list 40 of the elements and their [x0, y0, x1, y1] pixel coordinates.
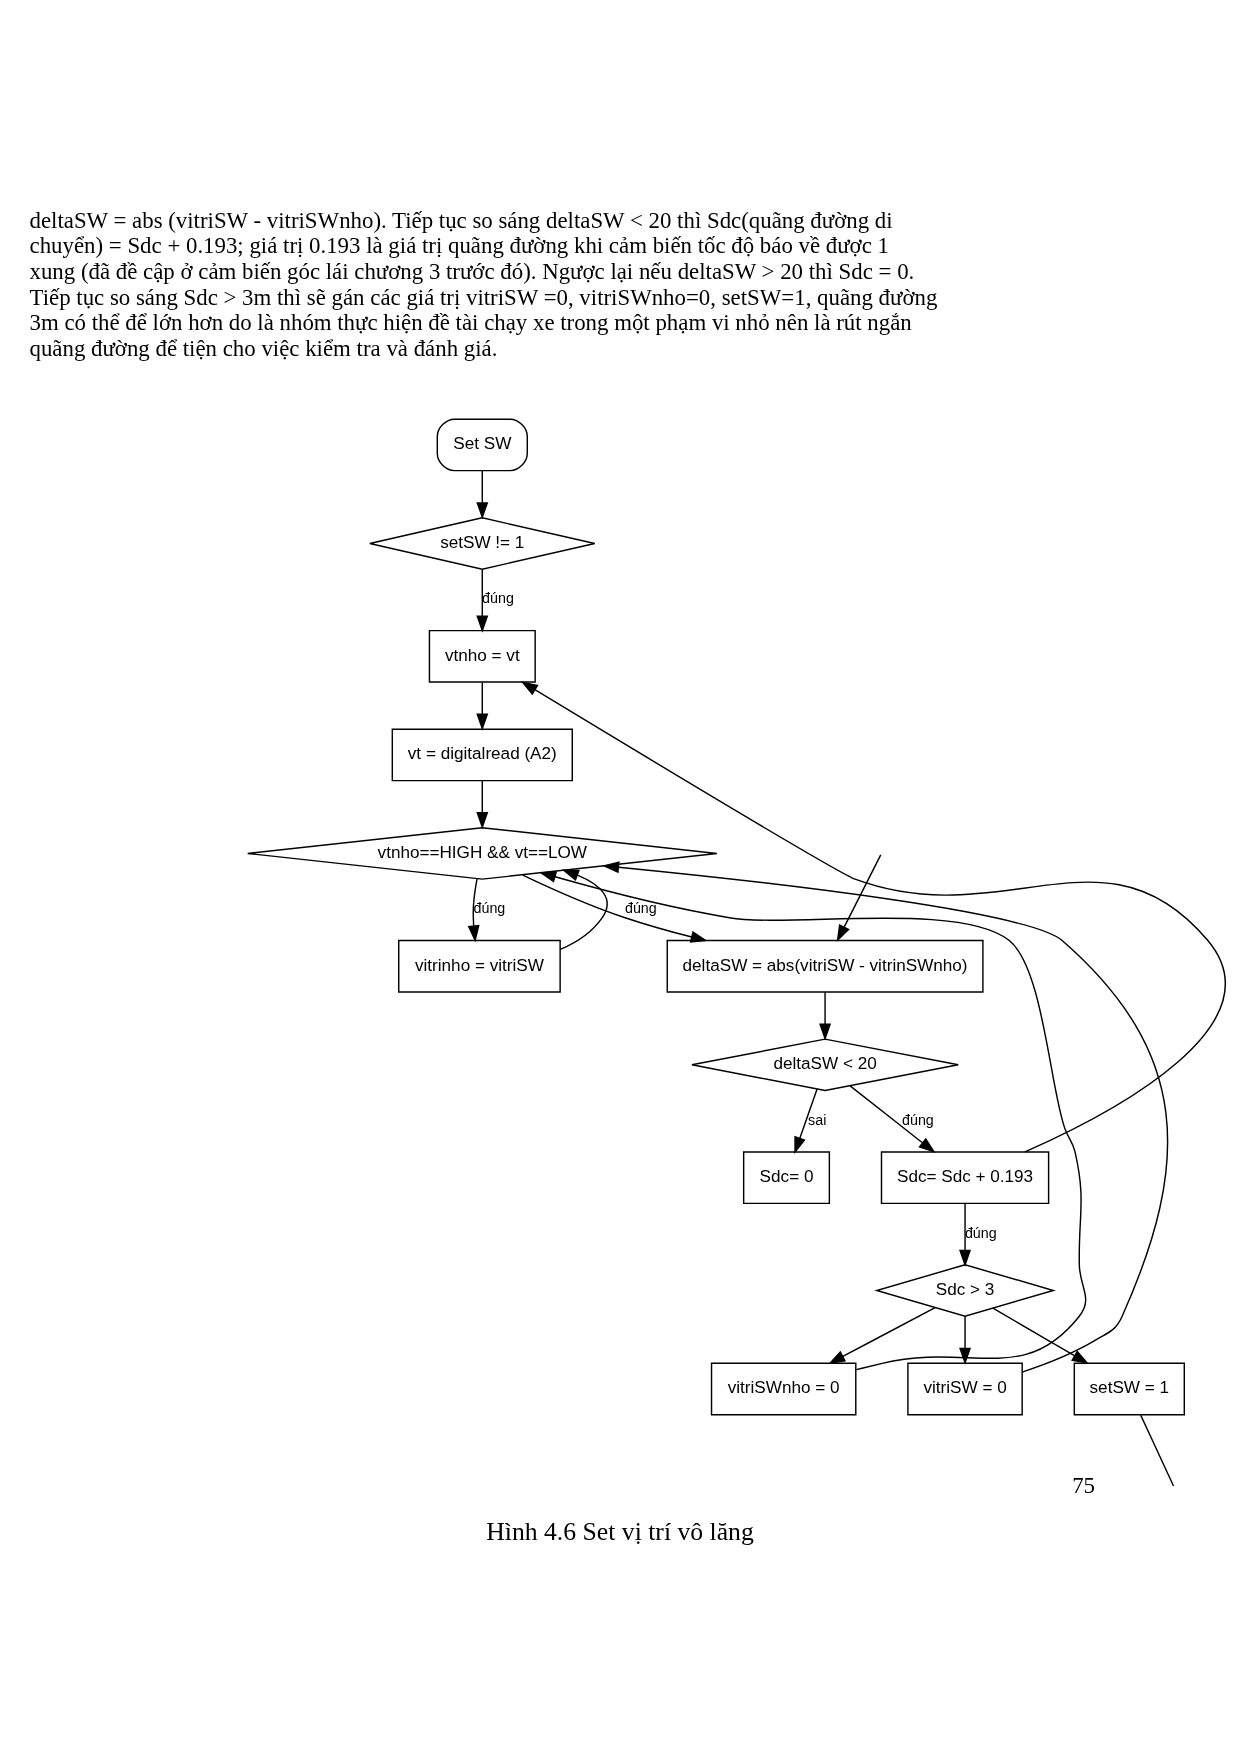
arrow	[828, 1307, 936, 1365]
arrow	[539, 871, 1087, 1371]
arrow	[476, 568, 489, 633]
arrow	[476, 470, 489, 520]
arrow	[959, 1315, 972, 1365]
arrow	[476, 681, 489, 731]
caption: Hình 4.6 Set vị trí vô lăng	[486, 1516, 754, 1546]
node-box: vitriSWnho = 0	[710, 1362, 857, 1416]
edge-label: sai	[808, 1111, 827, 1128]
node-box: vitriSW = 0	[907, 1362, 1023, 1416]
label: 75	[1072, 1473, 1096, 1499]
arrow	[849, 1085, 936, 1154]
arrow	[959, 1202, 972, 1267]
arrow	[992, 1307, 1089, 1365]
node-diamond: Sdc > 3	[874, 1264, 1056, 1317]
node-box: vitrinho = vitriSW	[398, 939, 561, 993]
arrow	[520, 681, 1226, 1153]
edge-label: đúng	[902, 1111, 934, 1128]
node-diamond: deltaSW < 20	[691, 1038, 959, 1092]
node-box: vt = digitalread (A2)	[391, 728, 573, 782]
edge-label: đúng	[473, 900, 506, 917]
node-box: Set SW	[436, 418, 528, 472]
edge-label: đúng	[624, 900, 657, 917]
arrow	[476, 780, 489, 830]
arrow	[522, 874, 708, 943]
arrow	[467, 878, 480, 943]
label: deltaSW = abs (vitriSW - vitriSWnho). Tiếp tục so sáng deltaSW < 20 thì Sdc(quãng đường di chuyển) = Sdc + 0.193; giá trị 0.193 là giá trị quãng đường khi cảm biến tốc độ báo về được 1 xung (đã đề cập ở cảm biến góc lái chương 3 trước đó). Ngược lại nếu deltaSW > 20 thì Sdc = 0. Tiếp tục so sáng Sdc > 3m thì sẽ gán các giá trị vitriSW =0, vitriSWnho=0, setSW=1, quãng đường 3m có thể để lớn hơn do là nhóm thực hiện đề tài chạy xe trong một phạm vi nhỏ nên là rút ngắn quãng đường để tiện cho việc kiểm tra và đánh giá.	[29, 207, 938, 362]
node-box: Sdc= 0	[742, 1151, 831, 1205]
node-box: vtnho = vt	[428, 629, 536, 683]
node-box: deltaSW = abs(vitriSW - vitrinSWnho)	[666, 939, 984, 993]
node-box: setSW = 1	[1073, 1362, 1185, 1416]
arrow	[559, 869, 608, 951]
edge-label: đúng	[482, 590, 514, 607]
arrow	[819, 991, 832, 1041]
node-diamond: setSW != 1	[369, 517, 596, 570]
arrow	[602, 861, 1169, 1373]
arrow	[794, 1088, 818, 1154]
arrow	[836, 854, 882, 942]
connector	[1140, 1414, 1175, 1487]
node-box: Sdc= Sdc + 0.193	[880, 1151, 1050, 1205]
